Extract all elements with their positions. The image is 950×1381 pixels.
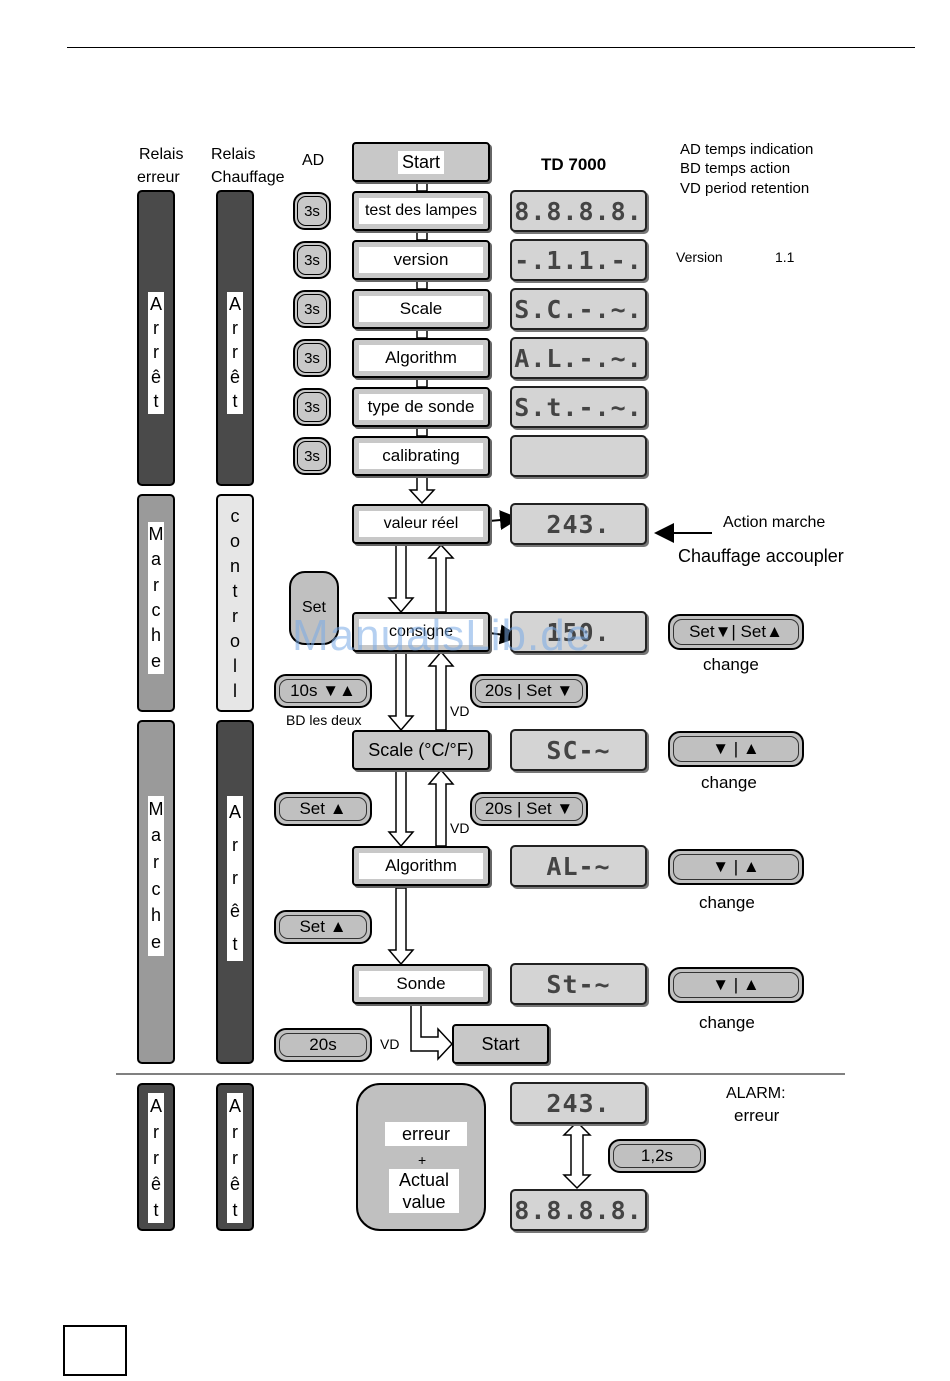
flow-valeur-reel: valeur réel	[352, 504, 490, 544]
timer-10s-both-keys: 10s ▼▲	[274, 674, 372, 708]
flow-algorithm: Algorithm	[352, 338, 490, 378]
display-alarm-test: 8.8.8.8.	[510, 1189, 647, 1231]
version-note-label: Version	[676, 249, 723, 265]
page-number-box	[63, 1325, 127, 1376]
flow-type-sonde: type de sonde	[352, 387, 490, 427]
watermark: ManualsLib.de	[292, 611, 592, 660]
timer-1-2s: 1,2s	[608, 1139, 706, 1173]
timer-20s-set-down-1: 20s | Set ▼	[470, 674, 588, 708]
key-down-up-1: ▼ | ▲	[668, 731, 804, 767]
alarm-box: erreur + Actual value	[356, 1083, 486, 1231]
set-key-octagon: Set	[289, 571, 339, 645]
timer-3s-3: 3s	[293, 290, 331, 328]
flow-algorithm-2: Algorithm	[352, 846, 490, 886]
alarm-box-plus: +	[418, 1152, 427, 1168]
change-label-2: change	[701, 773, 757, 792]
change-label-3: change	[699, 893, 755, 912]
header-relais-erreur-1: Relais	[139, 146, 184, 163]
flow-calibrating: calibrating	[352, 436, 490, 476]
flow-scale: Scale	[352, 289, 490, 329]
alarm-erreur-label: erreur	[734, 1106, 780, 1125]
display-algorithm-2: AL-~	[510, 845, 647, 887]
display-sonde: St-~	[510, 963, 647, 1005]
version-note-value: 1.1	[775, 249, 795, 265]
vd-label-2: VD	[450, 820, 470, 836]
alarm-box-value: value	[389, 1191, 459, 1213]
header-relais-erreur-2: erreur	[137, 169, 180, 186]
timer-20s-set-down-2: 20s | Set ▼	[470, 792, 588, 826]
top-rule	[67, 47, 915, 48]
alarm-label: ALARM:	[726, 1085, 786, 1102]
legend-vd: VD period retention	[680, 180, 810, 197]
header-relais-chauffage-2: Chauffage	[211, 169, 285, 186]
timer-3s-4: 3s	[293, 339, 331, 377]
alarm-box-actual: Actual	[389, 1169, 459, 1191]
display-scale: S.C.-.~.	[510, 288, 647, 330]
timer-3s-2: 3s	[293, 241, 331, 279]
timer-3s-1: 3s	[293, 192, 331, 230]
legend-bd: BD temps action	[680, 160, 791, 177]
flow-test-lampes: test des lampes	[352, 191, 490, 231]
vd-label-1: VD	[450, 703, 470, 719]
alarm-box-erreur: erreur	[385, 1122, 467, 1146]
display-alarm-value: 243.	[510, 1082, 647, 1124]
flow-consigne: consigne	[352, 612, 490, 652]
flow-scale-unit: Scale (°C/°F)	[352, 730, 490, 770]
header-model: TD 7000	[541, 155, 607, 174]
key-down-up-2: ▼ | ▲	[668, 849, 804, 885]
display-calibrating	[510, 435, 647, 477]
timer-3s-5: 3s	[293, 388, 331, 426]
flow-start: Start	[352, 142, 490, 182]
vd-label-3: VD	[380, 1036, 400, 1052]
legend-ad: AD temps indication	[680, 141, 814, 158]
display-consigne: 150.	[510, 611, 647, 653]
set-up-key-2: Set ▲	[274, 910, 372, 944]
header-ad: AD	[302, 152, 325, 169]
flow-version: version	[352, 240, 490, 280]
flow-start-2: Start	[452, 1024, 549, 1064]
key-set-down-set-up: Set▼| Set▲	[668, 614, 804, 650]
bd-les-deux-label: BD les deux	[286, 712, 362, 728]
flow-start-label: Start	[397, 150, 444, 174]
chauffage-accoupler-label: Chauffage accoupler	[678, 546, 844, 566]
display-type-sonde: S.t.-.~.	[510, 386, 647, 428]
display-scale-unit: SC-~	[510, 729, 647, 771]
action-marche-label: Action marche	[723, 514, 826, 531]
display-valeur: 243.	[510, 503, 647, 545]
key-down-up-3: ▼ | ▲	[668, 967, 804, 1003]
timer-20s: 20s	[274, 1028, 372, 1062]
timer-3s-6: 3s	[293, 437, 331, 475]
display-version: -.1.1.-.	[510, 239, 647, 281]
display-algorithm: A.L.-.~.	[510, 337, 647, 379]
change-label-4: change	[699, 1013, 755, 1032]
set-up-key-1: Set ▲	[274, 792, 372, 826]
header-relais-chauffage-1: Relais	[211, 146, 256, 163]
flow-sonde: Sonde	[352, 964, 490, 1004]
change-label-1: change	[703, 655, 759, 674]
display-lamp-test: 8.8.8.8.	[510, 190, 647, 232]
